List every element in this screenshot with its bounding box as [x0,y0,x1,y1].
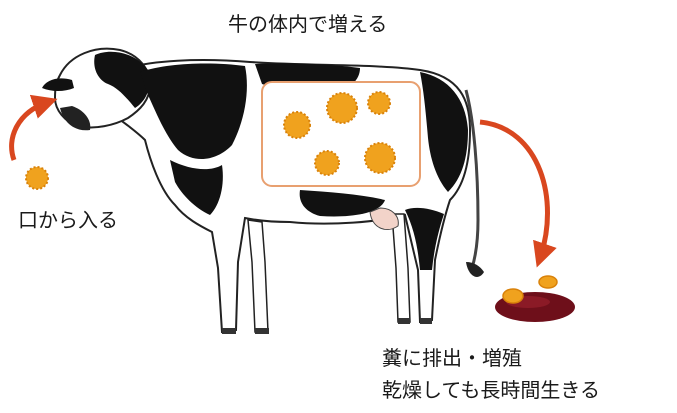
cow-tail-tip [466,262,484,277]
cow-hoof [398,318,410,324]
bacterium-icon [364,142,396,174]
cow-muzzle [60,106,91,131]
bacterium-icon [326,92,358,124]
bacterium-icon [283,111,311,139]
bacteria-group [283,91,396,176]
cow-udder [369,207,399,230]
cow-patch-head [94,51,150,108]
label-mouth: 口から入る [18,208,118,232]
label-feces-line1: 糞に排出・増殖 [382,346,522,370]
label-feces-line2: 乾燥しても長時間生きる [382,378,600,402]
cow-hoof [255,328,269,334]
cow-leg-front-2 [247,219,269,333]
cow-patch-shoulder [170,160,223,215]
cow-hoof [420,318,432,324]
cow-patch-neck [140,63,247,160]
curved-arrow-icon [479,119,557,268]
cow-patch-rear [420,72,468,192]
bacterium-icon [25,166,49,190]
cow-hoof [222,328,236,334]
cow-patch-belly [299,190,385,217]
diagram-title: 牛の体内で増える [228,12,388,36]
cow-leg-rear-2 [391,213,411,323]
bacterium-icon [538,275,558,289]
curved-arrow-icon [9,94,58,161]
bacterium-icon [314,150,340,176]
cow-tail [464,89,480,269]
bacterium-icon [502,288,524,304]
cow-ear [42,78,74,91]
bacterium-icon [367,91,391,115]
cow-patch-leg [405,207,444,270]
